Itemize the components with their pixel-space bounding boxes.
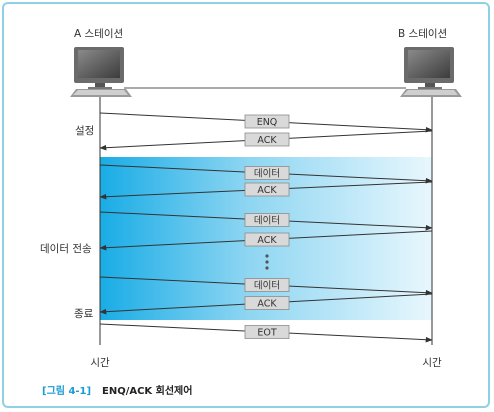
message-label: 데이터 — [254, 169, 280, 180]
computer-b-icon — [400, 47, 462, 97]
phase-setup-label: 설정 — [75, 125, 94, 137]
continuation-dots — [265, 254, 269, 270]
message-box — [244, 213, 290, 227]
message-label: ACK — [257, 299, 277, 310]
message-box — [244, 232, 290, 247]
message-box — [244, 296, 290, 310]
message-label: ACK — [257, 185, 277, 196]
message-label: 데이터 — [254, 216, 280, 227]
message-label: ACK — [257, 235, 277, 246]
time-label-a: 시간 — [90, 357, 110, 369]
message-box — [244, 278, 290, 292]
phase-end-label: 종료 — [74, 308, 94, 320]
message-label: ENQ — [257, 117, 278, 128]
message-box — [244, 182, 290, 197]
message-box — [244, 166, 290, 180]
station-b-label: B 스테이션 — [398, 28, 447, 40]
message-label: EOT — [257, 328, 276, 339]
phase-transfer-label: 데이터 전송 — [40, 243, 92, 255]
message-label: ACK — [257, 135, 277, 146]
message-label: 데이터 — [254, 281, 280, 292]
message-sequence: ENQ ACK 데이터 ACK 데이터 ACK 데이터 ACK EOT — [99, 112, 433, 343]
caption-title: ENQ/ACK 회선제어 — [102, 384, 192, 397]
message-box — [244, 325, 290, 339]
caption-number: [그림 4-1] — [42, 385, 91, 397]
message-box — [244, 114, 290, 129]
message-box — [244, 132, 290, 147]
computer-a-icon — [70, 47, 132, 97]
time-label-b: 시간 — [422, 357, 442, 369]
station-a-label: A 스테이션 — [74, 28, 123, 40]
